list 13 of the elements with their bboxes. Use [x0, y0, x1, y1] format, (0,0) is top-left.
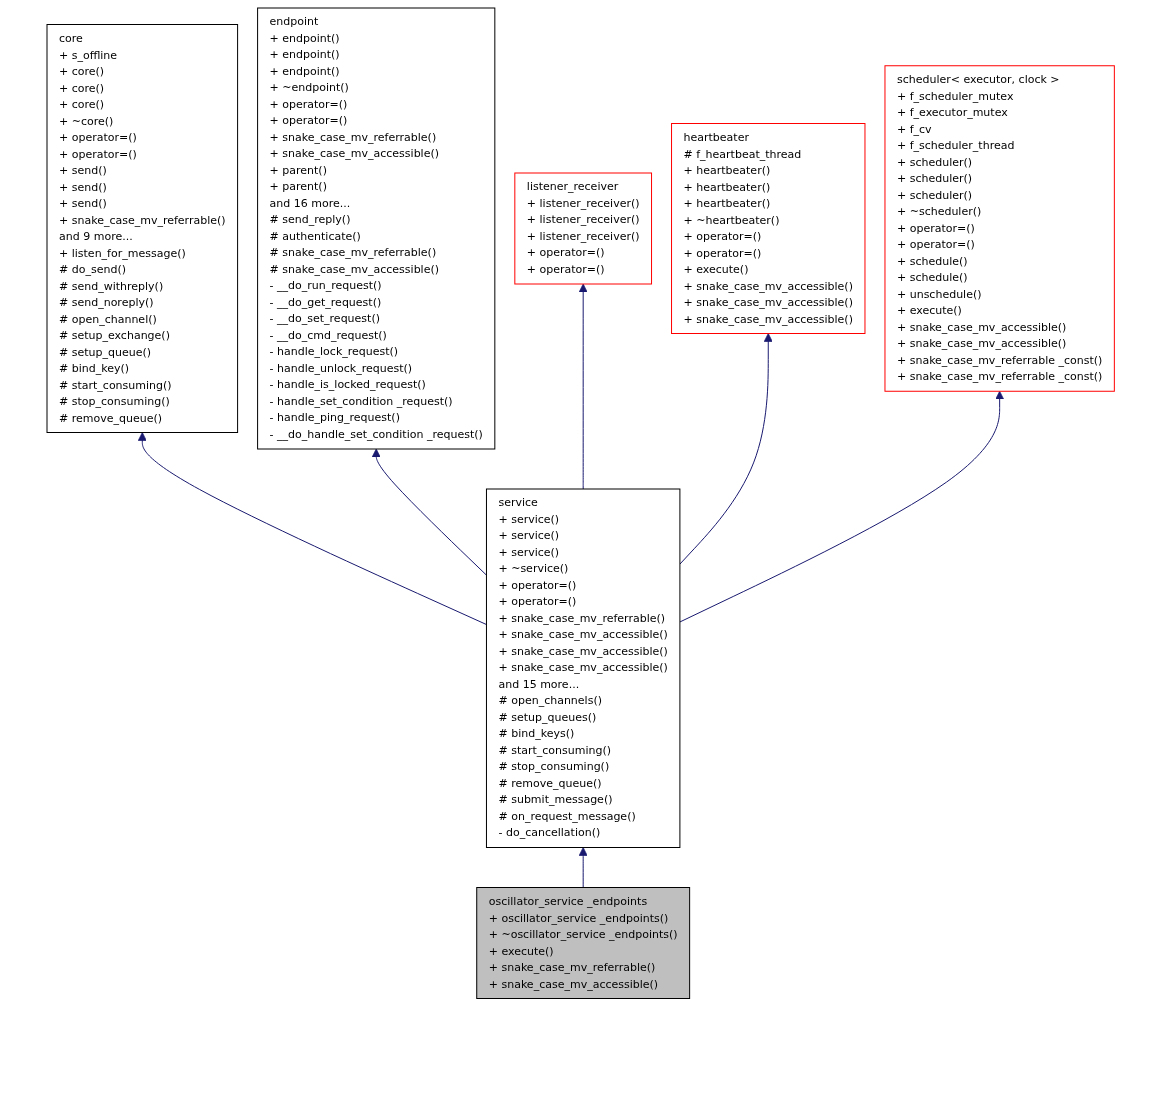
arrow — [578, 847, 588, 888]
node-box: service + service() + service() + service() + ~service() + operator=() + operator=() + snake_case_mv_referrable() + snake_case_mv_accessible() + snake_case_mv_accessible() + snake_case_mv_accessible() and 15 more... # open_channels() # setup_queues() # bind_keys() # start_consuming() # stop_consuming() # remove_queue() # submit_message() # on_request_message() - do_cancellation() — [485, 488, 681, 848]
arrow — [371, 448, 487, 576]
arrow — [679, 333, 773, 565]
node-box: heartbeater # f_heartbeat_thread + heartbeater() + heartbeater() + heartbeater() + ~heartbeater() + operator=() + operator=() + execute() + snake_case_mv_accessible() + snake_case_mv_accessible() + snake_case_mv_accessible() — [670, 123, 866, 334]
arrow — [137, 432, 487, 626]
node-box: listener_receiver + listener_receiver() + listener_receiver() + listener_receiver() + operator=() + operator=() — [514, 172, 652, 285]
node-box: core + s_offline + core() + core() + core() + ~core() + operator=() + operator=() + send() + send() + send() + snake_case_mv_referrable() and 9 more... + listen_for_message() # do_send() # send_withreply() # send_noreply() # open_channel() # setup_exchange() # setup_queue() # bind_key() # start_consuming() # stop_consuming() # remove_queue() — [46, 24, 238, 433]
node-box: oscillator_service _endpoints + oscillator_service _endpoints() + ~oscillator_service _endpoints() + execute() + snake_case_mv_referrable() + snake_case_mv_accessible() — [476, 887, 690, 999]
node-box: endpoint + endpoint() + endpoint() + endpoint() + ~endpoint() + operator=() + operator=() + snake_case_mv_referrable() + snake_case_mv_accessible() + parent() + parent() and 16 more... # send_reply() # authenticate() # snake_case_mv_referrable() # snake_case_mv_accessible() - __do_run_request() - __do_get_request() - __do_set_request() - __do_cmd_request() - handle_lock_request() - handle_unlock_request() - handle_is_locked_request() - handle_set_condition _request() - handle_ping_request() - __do_handle_set_condition _request() — [256, 7, 496, 450]
node-box: scheduler< executor, clock > + f_scheduler_mutex + f_executor_mutex + f_cv + f_scheduler_thread + scheduler() + scheduler() + scheduler() + ~scheduler() + operator=() + operator=() + schedule() + schedule() + unschedule() + execute() + snake_case_mv_accessible() + snake_case_mv_accessible() + snake_case_mv_referrable _const() + snake_case_mv_referrable _const() — [884, 65, 1115, 392]
arrow — [578, 283, 588, 490]
arrow — [679, 390, 1004, 623]
